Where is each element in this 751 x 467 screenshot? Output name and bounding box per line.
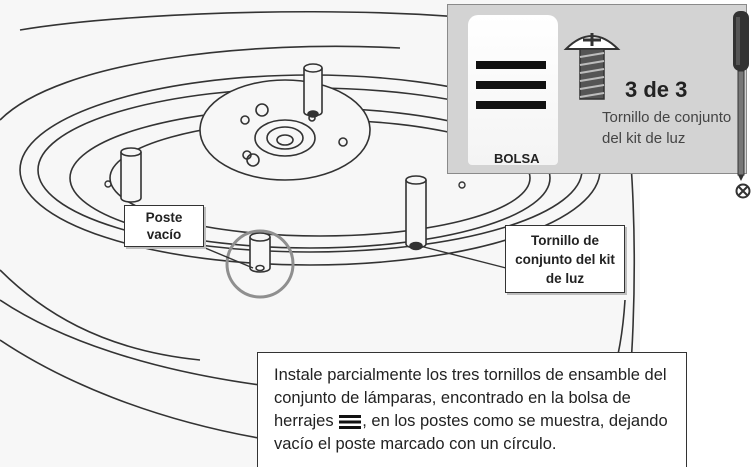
keyholes bbox=[104, 180, 466, 189]
screw-callout-label: Tornillo de conjunto del kit de luz bbox=[515, 232, 615, 286]
bag-label: BOLSA bbox=[494, 151, 540, 166]
leader-lines bbox=[197, 244, 507, 269]
instruction-box: Instale parcialmente los tres tornillos … bbox=[257, 352, 687, 467]
truss-head-screw-icon bbox=[563, 33, 621, 100]
screw-name-label: Tornillo de conjunto del kit de luz bbox=[602, 109, 732, 147]
post-right bbox=[405, 175, 427, 251]
instruction-text-part2: , en los postes como se muestra, dejando… bbox=[274, 412, 668, 453]
post-back bbox=[303, 63, 323, 118]
empty-post-callout: Poste vacío bbox=[124, 205, 204, 247]
phillips-screwdriver-icon bbox=[733, 11, 749, 181]
posts bbox=[120, 63, 427, 273]
empty-post-highlight-circle bbox=[225, 229, 295, 299]
hardware-panel: BOLSA 3 de 3 Tornillo de conjunto del ki… bbox=[447, 4, 749, 181]
post-empty bbox=[249, 232, 271, 273]
screw-callout: Tornillo de conjunto del kit de luz bbox=[505, 225, 625, 293]
post-left bbox=[120, 147, 142, 203]
hardware-bag-symbol-inline-icon bbox=[339, 414, 362, 429]
quantity-label: 3 de 3 bbox=[625, 77, 688, 102]
hardware-bag-symbol-icon bbox=[476, 61, 546, 109]
center-hub bbox=[199, 79, 371, 181]
empty-post-label: Poste vacío bbox=[145, 210, 183, 242]
no-tool-icon bbox=[735, 183, 751, 199]
hardware-bag bbox=[468, 15, 558, 165]
instruction-text-part1: Instale parcialmente los tres tornillos … bbox=[274, 366, 667, 430]
